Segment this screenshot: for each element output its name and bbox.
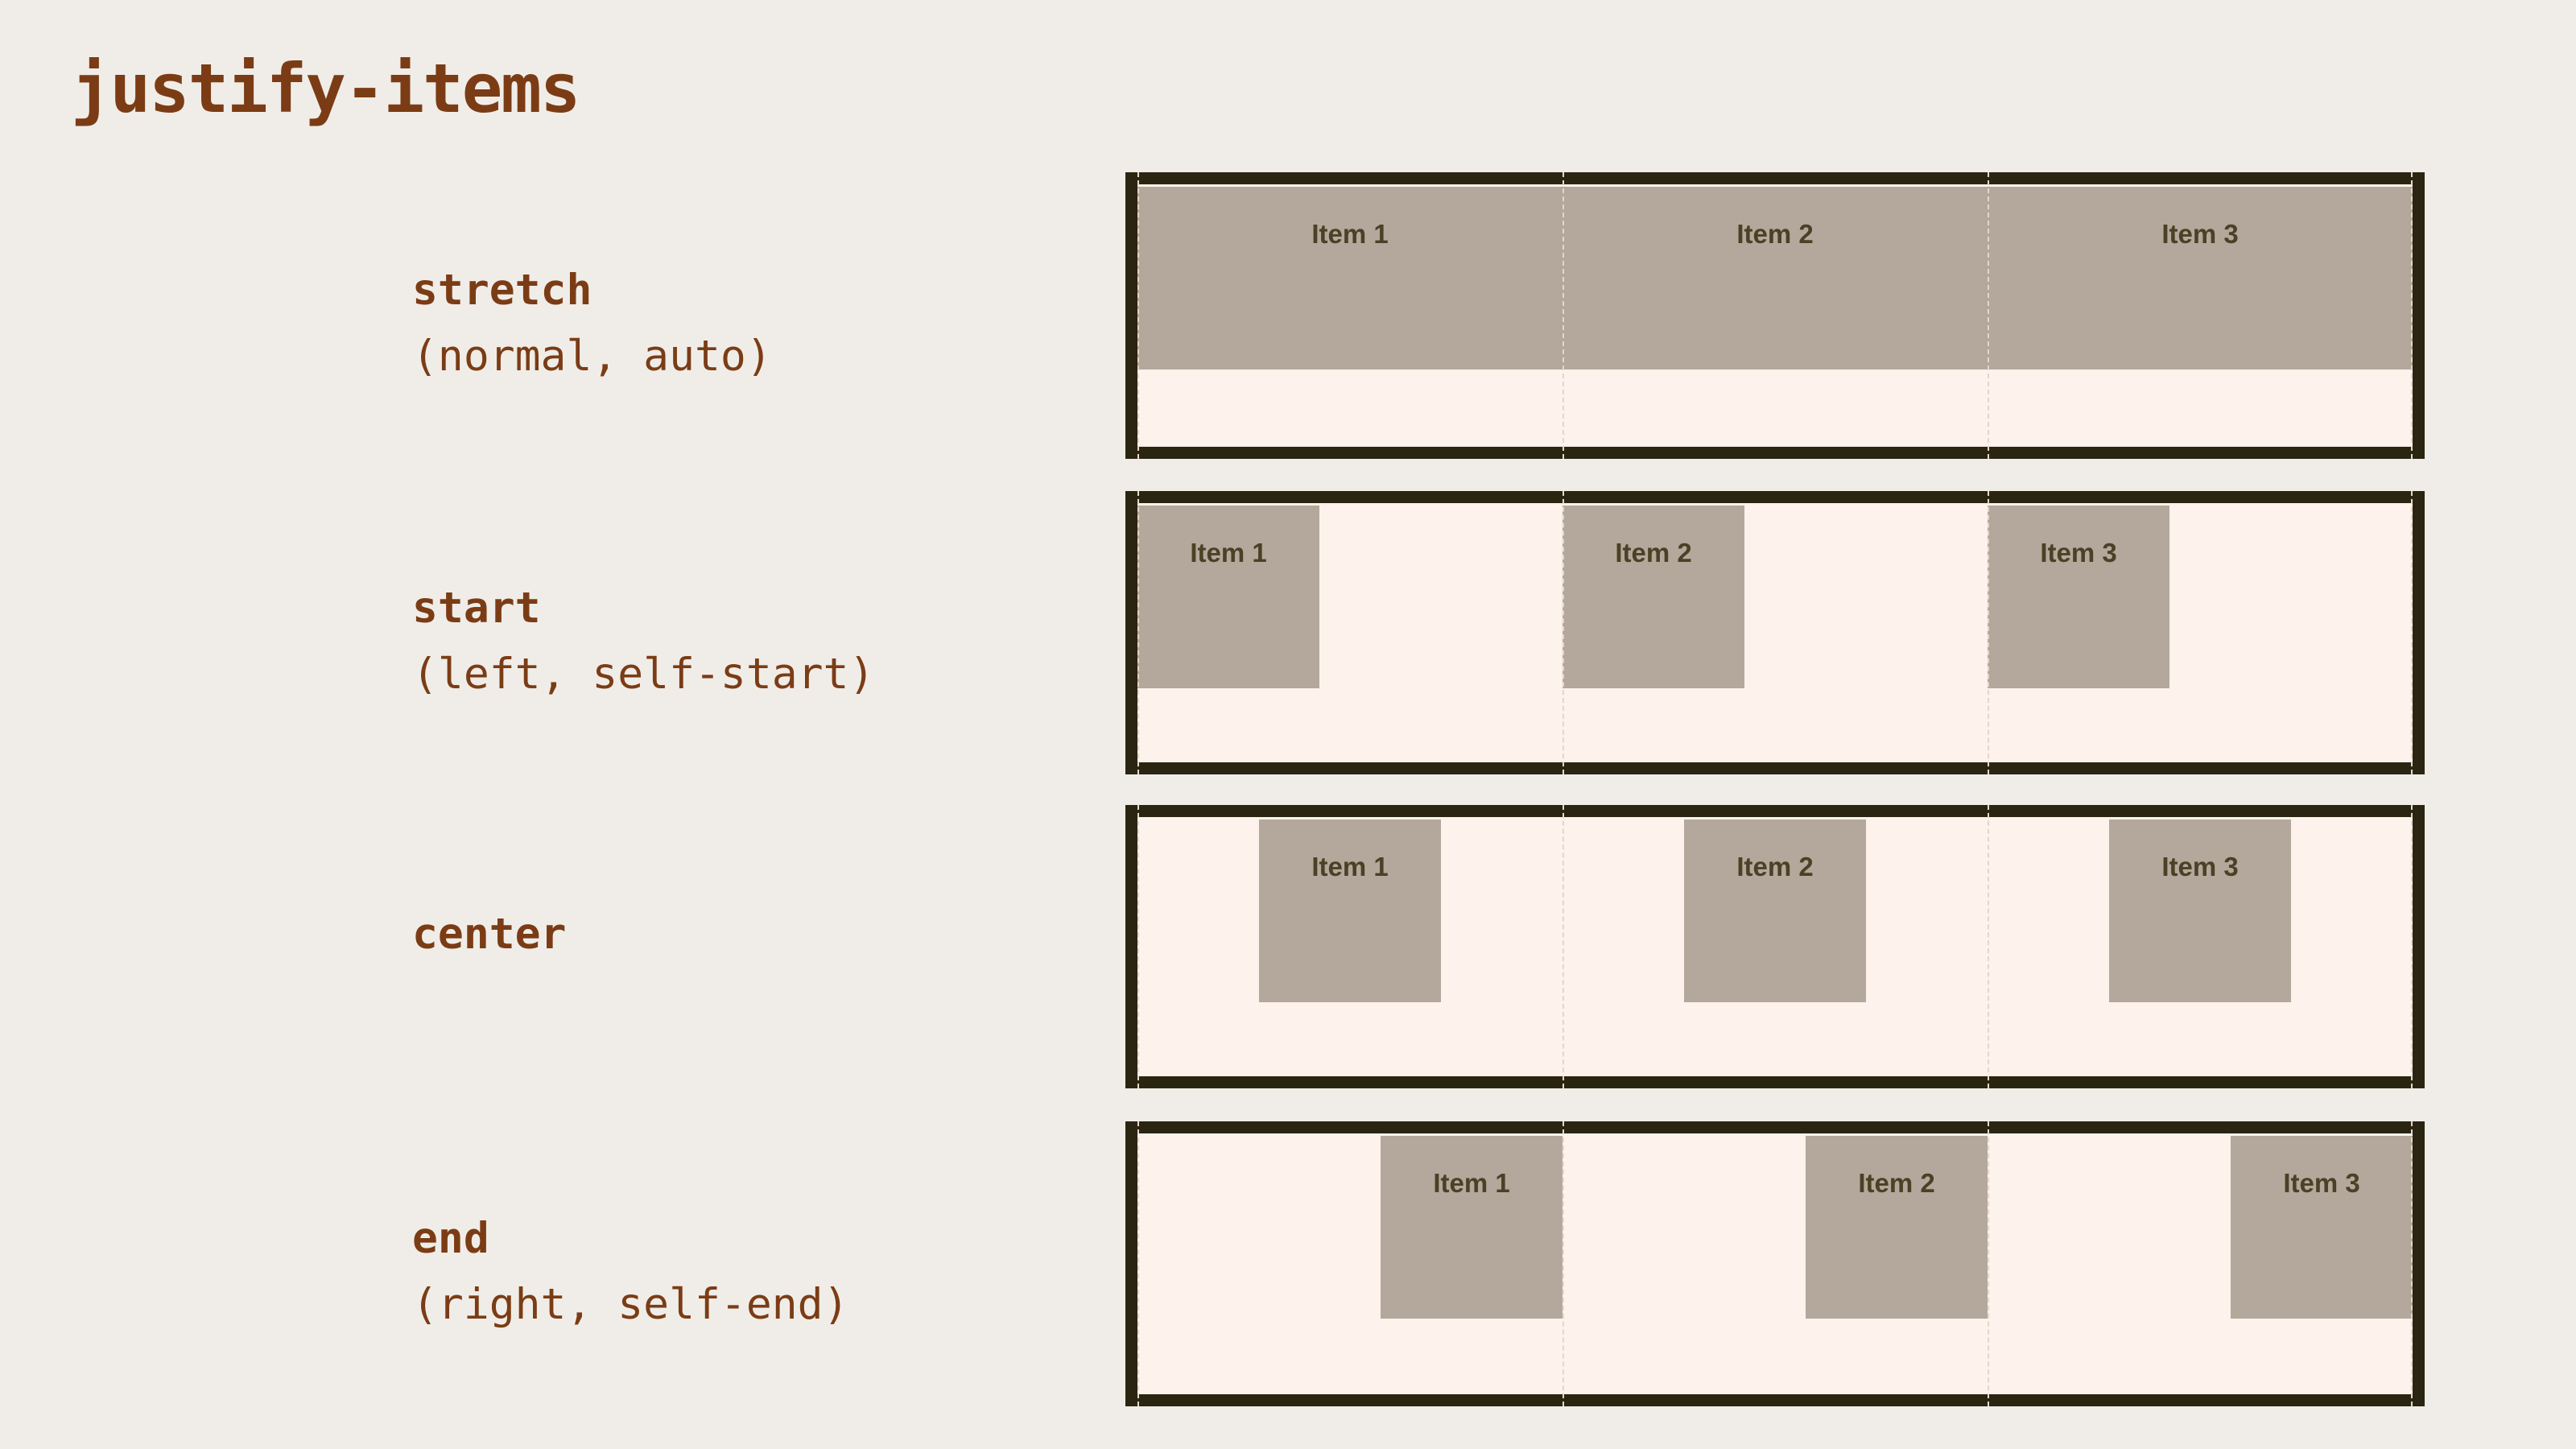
keyword-start: start (412, 584, 541, 633)
row-label-stretch: stretch (normal, auto) (412, 258, 772, 390)
grid-item: Item 1 (1381, 1136, 1563, 1319)
grid-item: Item 2 (1684, 819, 1866, 1002)
grid-stretch: Item 1 Item 2 Item 3 (1137, 184, 2413, 447)
aliases-end: (right, self-end) (412, 1280, 849, 1329)
grid-item: Item 2 (1563, 187, 1988, 369)
grid-item: Item 3 (1988, 187, 2413, 369)
row-label-start: start (left, self-start) (412, 576, 874, 708)
grid-container-start: Item 1 Item 2 Item 3 (1125, 491, 2425, 774)
grid-item: Item 3 (1988, 506, 2169, 688)
aliases-stretch: (normal, auto) (412, 332, 772, 381)
page-title: justify-items (71, 49, 580, 128)
keyword-end: end (412, 1214, 489, 1263)
grid-item: Item 3 (2109, 819, 2291, 1002)
aliases-start: (left, self-start) (412, 650, 875, 699)
grid-container-stretch: Item 1 Item 2 Item 3 (1125, 172, 2425, 459)
row-label-end: end (right, self-end) (412, 1206, 848, 1338)
grid-center: Item 1 Item 2 Item 3 (1137, 817, 2413, 1076)
grid-start: Item 1 Item 2 Item 3 (1137, 503, 2413, 762)
keyword-stretch: stretch (412, 266, 592, 315)
grid-container-center: Item 1 Item 2 Item 3 (1125, 805, 2425, 1088)
grid-item: Item 1 (1137, 187, 1563, 369)
grid-item: Item 2 (1563, 506, 1744, 688)
grid-container-end: Item 1 Item 2 Item 3 (1125, 1121, 2425, 1406)
grid-item: Item 1 (1259, 819, 1441, 1002)
keyword-center: center (412, 910, 567, 959)
grid-end: Item 1 Item 2 Item 3 (1137, 1133, 2413, 1394)
grid-item: Item 3 (2231, 1136, 2413, 1319)
grid-item: Item 1 (1137, 506, 1319, 688)
row-label-center: center (412, 902, 566, 968)
grid-item: Item 2 (1806, 1136, 1988, 1319)
